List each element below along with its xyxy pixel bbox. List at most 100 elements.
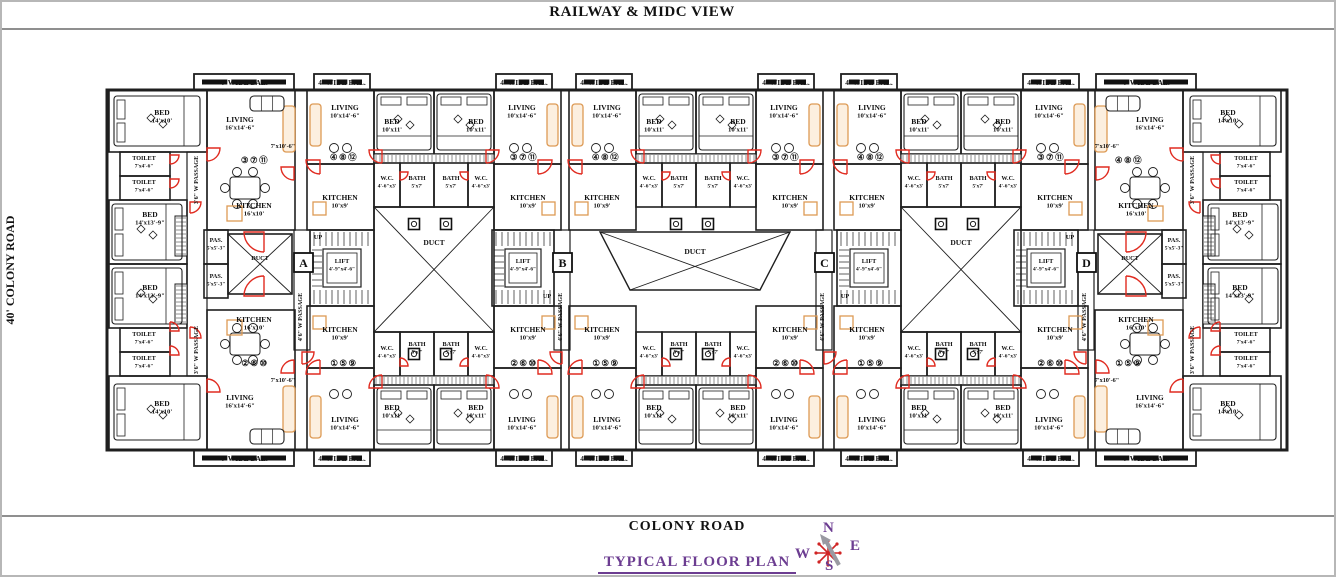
lift-shaft xyxy=(504,248,542,288)
room-label: KITCHEN xyxy=(772,193,808,202)
balcony-railing-icon xyxy=(260,455,286,461)
section-marker-label: C xyxy=(820,256,829,270)
pillow-icon xyxy=(466,96,488,106)
lift-car-icon xyxy=(1030,252,1062,284)
room-label: KITCHEN xyxy=(322,325,358,334)
door-swing-icon xyxy=(1210,178,1221,189)
room-label-group: 4' WIDE BAL. xyxy=(580,454,628,463)
door-swing-icon xyxy=(243,231,265,253)
pillow-icon xyxy=(907,96,929,106)
chair-icon xyxy=(248,167,258,177)
room-dimension-label: 10'x14'-6" xyxy=(330,425,360,432)
cushion-icon xyxy=(727,120,737,130)
door-swing-icon xyxy=(549,351,563,365)
pillow-icon xyxy=(114,271,124,295)
room-label: BATH xyxy=(704,341,721,348)
room-dimension-label: 10'x14'-6" xyxy=(857,113,887,120)
sofa-icon xyxy=(309,103,322,147)
cushion-icon xyxy=(465,120,475,130)
room-wall xyxy=(433,89,495,155)
room-dimension-label: 4'-6"x3' xyxy=(734,184,753,190)
room-label: 4' WIDE BAL. xyxy=(1122,454,1170,463)
room-label-group: DUCT xyxy=(1121,255,1139,262)
room-dimension-label: 16'x14'-6" xyxy=(1135,403,1165,410)
room-label: BED xyxy=(468,403,484,412)
room-label: 4' WIDE BAL. xyxy=(220,454,268,463)
balcony-railing-icon xyxy=(322,455,333,461)
stool-icon xyxy=(771,389,781,399)
room-label-group: ①⑤⑨ xyxy=(1115,358,1141,368)
room-dimension-label: 10'x11' xyxy=(993,413,1013,420)
room-label: LIFT xyxy=(335,258,350,265)
room-dimension-label: 4'-9"x4'-6" xyxy=(329,267,355,273)
stool-icon xyxy=(1036,143,1046,153)
stool-icon xyxy=(784,389,794,399)
room-label: 4' WIDE BAL. xyxy=(1027,454,1075,463)
room-label: LIVING xyxy=(226,393,254,402)
room-dimension-label: 7'x4'-6" xyxy=(1237,188,1256,194)
balcony-railing-icon xyxy=(231,79,257,85)
room-label: LIVING xyxy=(1136,115,1164,124)
bed-icon xyxy=(111,203,183,261)
room-label: LIVING xyxy=(331,103,359,112)
room-dimension-label: 7'x4'-6" xyxy=(135,188,154,194)
exhaust-fan-icon xyxy=(704,220,712,228)
lift-car-icon xyxy=(326,252,358,284)
room-label-group: ①⑤⑨ xyxy=(330,358,356,368)
balcony-railing-icon xyxy=(1060,79,1071,85)
room-label: LIVING xyxy=(858,103,886,112)
room-label: BED xyxy=(468,117,484,126)
room-dimension-label: 5'x7' xyxy=(938,184,950,190)
room-dimension-label: 5'x7' xyxy=(972,184,984,190)
kitchen-counter-icon xyxy=(541,201,556,216)
section-marker-a xyxy=(293,252,314,273)
room-label: BATH xyxy=(935,341,952,348)
door-swing-icon xyxy=(895,374,910,389)
room-label-group: ④⑧⑫ xyxy=(857,152,884,162)
flat-numbers-label: ②⑥⑩ xyxy=(1037,358,1064,368)
room-dimension-label: 16'x10' xyxy=(1126,325,1147,332)
room-dimension-label: 4'-6"x3' xyxy=(999,184,1018,190)
room-label: BATH xyxy=(969,341,986,348)
room-label-group: UP xyxy=(543,293,551,300)
balcony-railing-icon xyxy=(202,455,228,461)
room-dimension-label: 16'x10' xyxy=(244,211,265,218)
exhaust-fan-icon xyxy=(669,217,683,231)
sofa-icon xyxy=(1073,395,1086,439)
room-label: TOILET xyxy=(1234,355,1258,362)
exhaust-fan-icon xyxy=(439,347,453,361)
room-label-group: ③⑦⑪ xyxy=(510,152,537,162)
room-label: DUCT xyxy=(1121,255,1139,262)
pillow-icon xyxy=(1210,233,1220,257)
room-label: BED xyxy=(154,108,170,117)
room-label-group: W.C.4'-6"x3' xyxy=(734,345,753,360)
cushion-icon xyxy=(148,230,158,240)
door-swing-icon xyxy=(305,159,321,175)
room-label-group: DUCT xyxy=(251,255,269,262)
room-label: BED xyxy=(384,117,400,126)
exhaust-fan-icon xyxy=(672,350,680,358)
chair-icon xyxy=(1148,167,1158,177)
stool-icon xyxy=(329,143,339,153)
room-label: BED xyxy=(730,403,746,412)
couch-icon xyxy=(249,428,285,445)
room-wall xyxy=(568,367,637,451)
room-label-group: W.C.4'-6"x3' xyxy=(734,175,753,190)
duct-x-icon xyxy=(373,206,495,333)
door-swing-icon xyxy=(1073,351,1087,365)
pillow-icon xyxy=(116,413,126,437)
room-label: 3'6" W PASSAGE xyxy=(1189,156,1196,204)
pillow-icon xyxy=(668,390,690,400)
cushion-icon xyxy=(1234,119,1244,129)
